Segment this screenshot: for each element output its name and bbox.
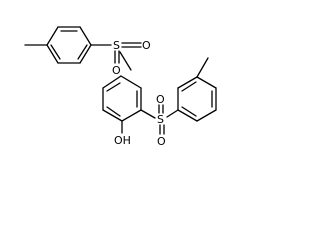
ring-to-sulfur-bond [140,109,156,119]
tolyl-ring-right [177,57,217,122]
ring-bond [177,109,198,122]
ring-bond [196,76,217,89]
ring-bond [102,75,122,89]
sulfur-to-ring-bond [166,109,179,118]
molecule-diagram: S O O OH [0,0,236,160]
oxygen-top-below-label: O [112,64,121,77]
ring-bond [102,109,123,122]
oxygen-top-right-label: O [142,39,151,52]
ring-bond [79,26,92,46]
ring-bond [177,76,198,89]
hydroxyl-label: OH [114,134,131,147]
phenol-ring: OH [102,51,156,147]
ring-double-bond [106,82,121,92]
ring-bond [46,44,59,64]
sulfur-to-ring-bond [119,51,132,71]
ring-double-bond [181,106,197,117]
ring-double-bond [106,106,121,117]
molecule-structure: S O O OH [24,26,217,148]
ring-bond [196,109,217,122]
sulfonyl-group-bottom: S O O [156,93,179,148]
ring-bond [79,44,92,64]
oxygen-bottom-below-label: O [157,135,166,148]
sulfur-bottom-label: S [157,113,164,126]
ring-bond [121,109,142,122]
sulfonyl-group-top: S O O [112,39,151,77]
sulfur-top-label: S [113,39,120,52]
ring-double-bond [181,81,197,92]
ring-bond [120,75,142,89]
methyl-bond-right-shown [196,57,209,78]
ring-bond [46,26,59,46]
ring-double-bond [77,44,88,60]
tolyl-ring-left [24,26,112,64]
oxygen-bottom-top-label: O [156,93,165,106]
ring-double-bond [50,44,61,60]
